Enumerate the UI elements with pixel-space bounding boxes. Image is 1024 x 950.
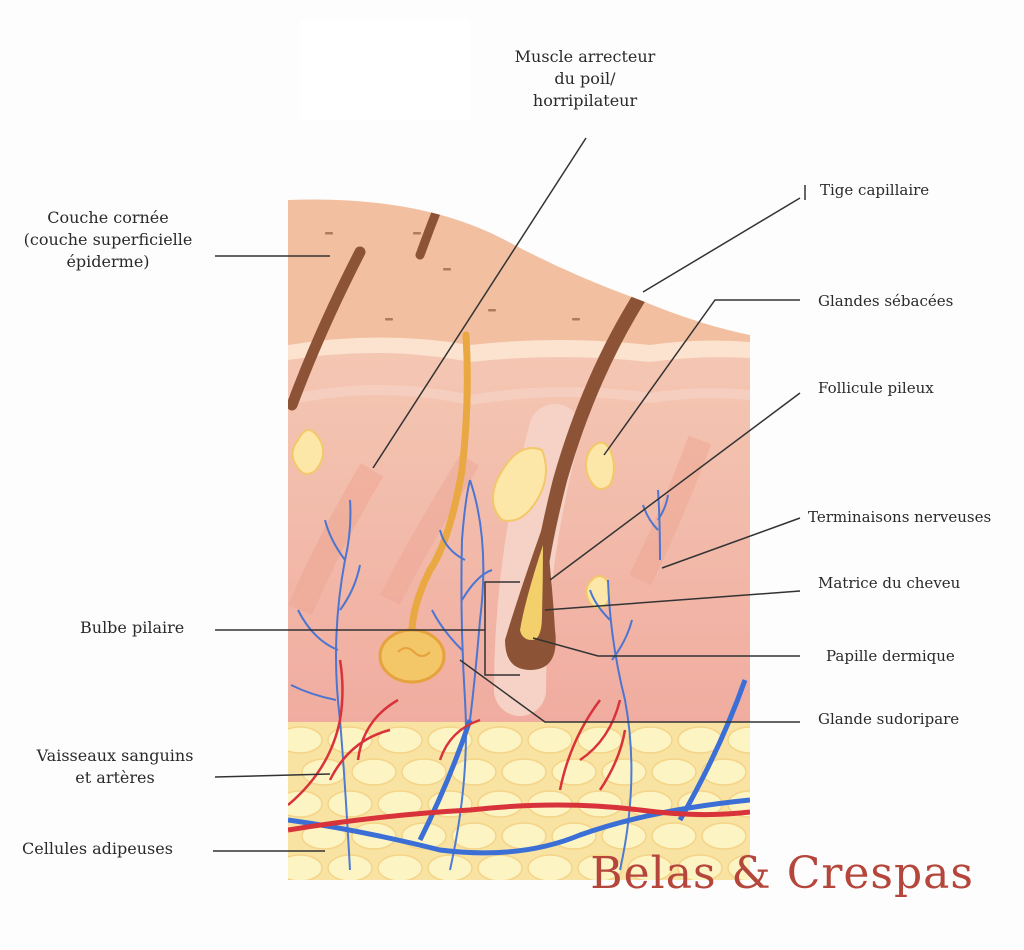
fat-cell [351, 758, 397, 786]
label-hair-matrix: Matrice du cheveu [818, 574, 961, 592]
label-sebaceous-glands: Glandes sébacées [818, 292, 954, 310]
label-blood-vessels: Vaisseaux sanguins et artères [20, 745, 210, 789]
fat-cell [327, 790, 373, 818]
sebaceous-glands [291, 429, 615, 610]
label-line: épiderme) [66, 252, 150, 272]
label-line: Vaisseaux sanguins [36, 746, 194, 765]
fat-cell [677, 854, 723, 880]
label-line: et artères [75, 768, 155, 788]
label-hair-follicle: Follicule pileux [818, 379, 934, 397]
label-line: horripilateur [532, 91, 638, 111]
fat-cell [627, 726, 673, 754]
label-hair-shaft: Tige capillaire [820, 181, 930, 199]
label-line: Couche cornée [47, 208, 169, 227]
fat-cell [377, 726, 423, 754]
fat-cell [477, 726, 523, 754]
fat-cell [377, 854, 423, 880]
fat-cell [701, 758, 747, 786]
label-sweat-gland: Glande sudoripare [818, 710, 960, 728]
skin-block [288, 199, 750, 880]
fat-cell [288, 726, 323, 754]
fat-cell [577, 854, 623, 880]
fat-cell [401, 758, 447, 786]
label-dermal-papilla: Papille dermique [826, 647, 955, 665]
label-hair-bulb: Bulbe pilaire [80, 618, 185, 637]
label-line: (couche superficielle [23, 230, 193, 250]
brand-watermark: Belas & Crespas [590, 848, 974, 899]
leader-lines [213, 137, 806, 852]
fat-cell [451, 822, 497, 850]
fat-cell [727, 854, 750, 880]
label-fat-cells: Cellules adipeuses [22, 839, 173, 858]
fat-cell [288, 854, 323, 880]
label-arrector-muscle: Muscle arrecteur du poil/ horripilateur [500, 46, 670, 112]
arrector-muscle [408, 331, 471, 644]
fat-cell [627, 854, 673, 880]
label-nerve-endings: Terminaisons nerveuses [808, 508, 992, 526]
fat-cell [701, 822, 747, 850]
fat-cell [527, 726, 573, 754]
label-line: Muscle arrecteur [514, 47, 656, 66]
hair-matrix [520, 545, 543, 640]
arteries [288, 659, 627, 806]
sweat-gland [378, 628, 446, 684]
fat-cell [501, 758, 547, 786]
fat-cell [451, 758, 497, 786]
fat-cell [477, 854, 523, 880]
label-stratum-corneum: Couche cornée (couche superficielle épid… [10, 207, 206, 273]
fat-cell [551, 758, 597, 786]
fat-cell [651, 758, 697, 786]
epidermis [288, 199, 750, 350]
fat-cell [727, 726, 750, 754]
fat-cell [288, 790, 323, 818]
fat-cell [527, 854, 573, 880]
fat-cell [651, 822, 697, 850]
fat-cell [601, 758, 647, 786]
label-line: du poil/ [554, 69, 616, 89]
paper-block [300, 20, 470, 120]
